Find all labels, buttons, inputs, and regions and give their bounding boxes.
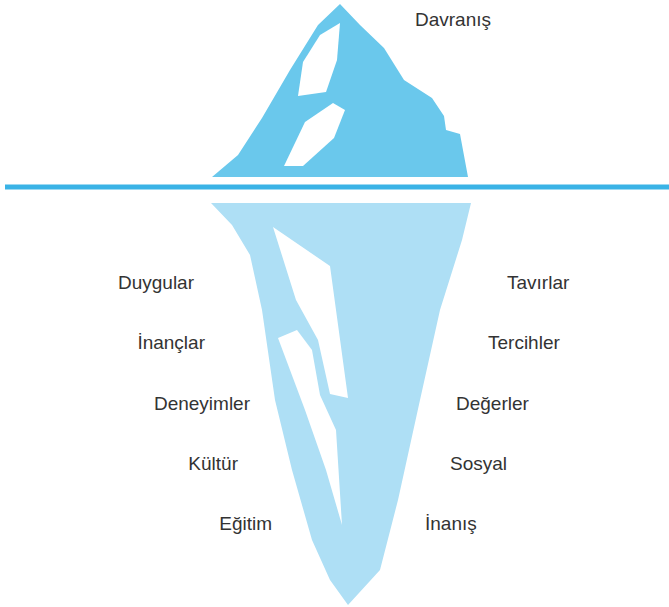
iceberg-underwater xyxy=(211,203,471,605)
iceberg-label: Eğitim xyxy=(219,513,272,536)
iceberg-label: Değerler xyxy=(456,393,529,416)
iceberg-underwater-highlight xyxy=(278,330,342,525)
iceberg-label: Tercihler xyxy=(488,332,560,355)
iceberg-tip-highlight xyxy=(284,103,345,166)
iceberg-label: İnançlar xyxy=(137,332,205,355)
iceberg-label: Sosyal xyxy=(450,453,507,476)
iceberg-tip xyxy=(212,4,468,177)
water-line xyxy=(5,185,669,190)
iceberg-label: Deneyimler xyxy=(154,393,250,416)
iceberg-tip-highlight xyxy=(298,23,340,96)
iceberg-label: Tavırlar xyxy=(507,272,569,295)
iceberg-label: İnanış xyxy=(425,513,477,536)
iceberg-label: Duygular xyxy=(118,272,194,295)
iceberg-label: Kültür xyxy=(188,453,238,476)
iceberg-label: Davranış xyxy=(415,9,491,32)
